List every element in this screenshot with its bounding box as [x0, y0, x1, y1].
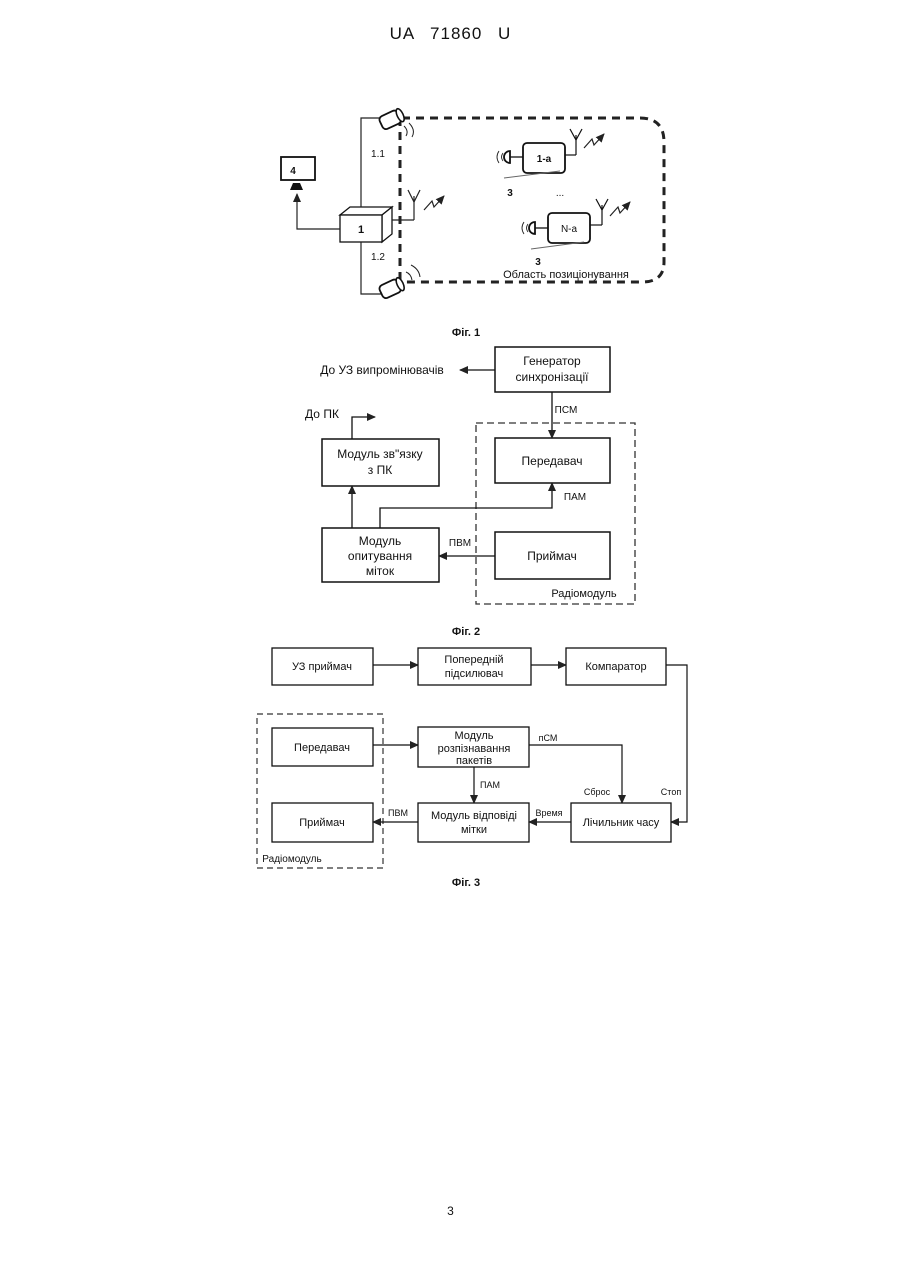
central-unit-label: 1 — [358, 224, 364, 236]
pam-label-3: ПАМ — [480, 780, 500, 790]
packet-recognition-label-2: розпізнавання — [438, 743, 511, 755]
stop-label: Стоп — [661, 787, 682, 797]
pc-comm-module-label-2: з ПК — [368, 463, 392, 477]
tag-group-label-2: 3 — [535, 257, 541, 268]
pc-comm-module-label-1: Модуль зв"язку — [337, 447, 422, 461]
pam-label: ПАМ — [564, 492, 586, 503]
polling-module-label-1: Модуль — [359, 534, 402, 548]
sync-generator-label-2: синхронізації — [515, 370, 589, 384]
radio-module-label: Радіомодуль — [551, 588, 617, 600]
tag-response-label-2: мітки — [461, 824, 487, 836]
emitter-bottom-label: 1.2 — [371, 252, 385, 263]
radio-module-label-3: Радіомодуль — [262, 854, 321, 865]
central-unit-1: 1 — [340, 207, 392, 242]
figure-2-caption: Фіг. 2 — [452, 626, 480, 638]
to-emitters-label: До УЗ випромінювачів — [320, 363, 444, 377]
tag-speaker-icon — [504, 151, 510, 163]
packet-recognition-label-1: Модуль — [455, 730, 494, 742]
monitor-4: 4 — [281, 157, 315, 190]
ultrasonic-emitter-top-icon — [378, 108, 413, 137]
comparator-label: Компаратор — [585, 661, 646, 673]
figure-2: Генератор синхронізації До УЗ випромінюв… — [305, 347, 635, 638]
pvm-label-3: ПВМ — [388, 808, 408, 818]
preamp-label-1: Попередній — [444, 654, 503, 666]
tag-group-label: 3 — [507, 188, 513, 199]
pvm-label: ПВМ — [449, 538, 471, 549]
transmitter-label: Передавач — [522, 454, 583, 468]
packet-recognition-label-3: пакетів — [456, 755, 492, 767]
monitor-label: 4 — [290, 166, 296, 177]
figure-1: 1 4 1.1 1.2 — [281, 108, 664, 339]
tag-1a: 1-a — [497, 129, 604, 178]
tag-first-label: 1-a — [537, 154, 552, 165]
positioning-area-label: Область позиціонування — [503, 269, 629, 281]
preamp-label-2: підсилювач — [445, 668, 503, 680]
polling-module-label-2: опитування — [348, 549, 412, 563]
psm-label-3: пСМ — [539, 733, 558, 743]
polling-module-label-3: міток — [366, 564, 395, 578]
receiver-label: Приймач — [527, 549, 577, 563]
sync-generator-label-1: Генератор — [523, 354, 581, 368]
tags-ellipsis: ... — [556, 188, 564, 199]
figure-1-caption: Фіг. 1 — [452, 327, 480, 339]
reset-label: Сброс — [584, 787, 611, 797]
emitter-top-label: 1.1 — [371, 149, 385, 160]
transmitter-label-3: Передавач — [294, 742, 350, 754]
time-counter-label: Лічильник часу — [583, 817, 660, 829]
psm-label: ПСМ — [555, 405, 578, 416]
us-receiver-label: УЗ приймач — [292, 661, 352, 673]
figure-3-caption: Фіг. 3 — [452, 877, 480, 889]
tag-speaker-icon — [529, 222, 535, 234]
receiver-label-3: Приймач — [299, 817, 344, 829]
page-number: 3 — [0, 1204, 901, 1218]
to-pc-label: До ПК — [305, 407, 339, 421]
tag-last-label: N-a — [561, 224, 578, 235]
time-label: Время — [535, 808, 562, 818]
tag-Na: N-a — [522, 199, 630, 249]
tag-response-box — [418, 803, 529, 842]
figure-3: УЗ приймач Попередній підсилювач Компара… — [257, 648, 687, 889]
tag-response-label-1: Модуль відповіді — [431, 810, 517, 822]
